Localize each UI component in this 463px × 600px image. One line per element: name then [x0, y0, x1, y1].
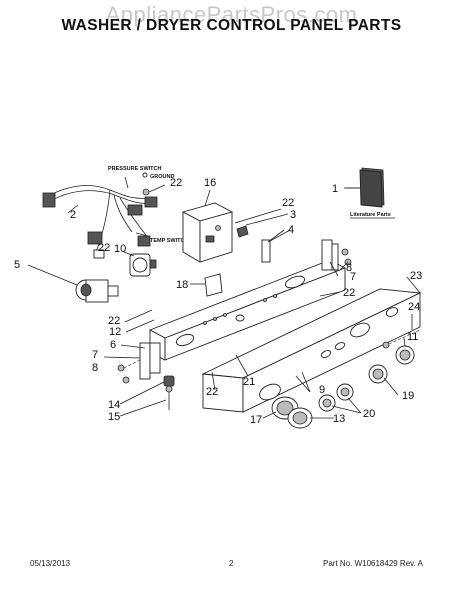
callout-18: 18 — [176, 279, 188, 291]
callout-22-f: 22 — [343, 287, 355, 299]
watermark-text: AppliancePartsPros.com — [105, 2, 358, 27]
knob-19 — [368, 364, 388, 384]
footer-part-number: Part No. W10618429 Rev. A — [323, 559, 423, 568]
footer-date: 05/13/2013 — [30, 559, 71, 568]
bracket-18 — [204, 273, 223, 297]
knob-11 — [395, 345, 415, 365]
page-title: WASHER / DRYER CONTROL PANEL PARTS — [61, 17, 402, 34]
wire-harness — [42, 185, 158, 259]
motor-switch-5 — [75, 279, 119, 303]
callout-24: 24 — [408, 301, 420, 313]
callout-20: 20 — [363, 408, 375, 420]
grommet-14 — [163, 375, 175, 387]
screw-22-top — [142, 184, 166, 196]
pressure-switch-10 — [129, 253, 157, 277]
callout-8-left: 8 — [92, 362, 98, 374]
callout-3: 3 — [290, 209, 296, 221]
ground-label: GROUND — [150, 174, 174, 180]
callout-17: 17 — [250, 414, 262, 426]
callout-22-c: 22 — [98, 242, 110, 254]
literature-parts-booklet — [344, 167, 385, 208]
knob-17 — [271, 396, 299, 420]
callout-6: 6 — [110, 339, 116, 351]
callout-9: 9 — [319, 384, 325, 396]
callout-13: 13 — [333, 413, 345, 425]
callout-7-left: 7 — [92, 349, 98, 361]
knob-13 — [287, 394, 336, 429]
callout-7-right: 7 — [350, 271, 356, 283]
console-backsplash — [201, 288, 422, 413]
bracket-4 — [261, 229, 291, 263]
footer-page-number: 2 — [229, 559, 234, 568]
callout-15: 15 — [108, 411, 120, 423]
callout-11: 11 — [407, 331, 418, 343]
literature-parts-label: Literature Parts — [350, 212, 391, 218]
callout-14: 14 — [108, 399, 120, 411]
control-panel-frame — [148, 259, 347, 361]
callout-8-right: 8 — [346, 262, 352, 274]
callout-22-a: 22 — [170, 177, 182, 189]
callout-22-e: 22 — [206, 386, 218, 398]
screw-15 — [165, 385, 173, 410]
clip-3 — [236, 225, 249, 238]
callout-21: 21 — [243, 376, 255, 388]
screw-24 — [382, 329, 421, 349]
callout-22-d: 22 — [108, 315, 120, 327]
knob-20 — [336, 383, 354, 401]
hinge-bracket-7-right — [321, 239, 339, 271]
temp-switch-label: TEMP SWITCH — [150, 238, 188, 244]
callout-1: 1 — [332, 183, 338, 195]
callout-5: 5 — [14, 259, 20, 271]
callout-12: 12 — [109, 326, 121, 338]
pressure-switch-label: PRESSURE SWITCH — [108, 166, 162, 172]
timer-box — [181, 202, 234, 263]
callout-10: 10 — [114, 243, 126, 255]
callout-16: 16 — [204, 177, 216, 189]
callout-22-b: 22 — [282, 197, 294, 209]
callout-23: 23 — [410, 270, 422, 282]
screws-8-left — [117, 359, 141, 384]
callout-2: 2 — [70, 209, 76, 221]
callout-4: 4 — [288, 224, 294, 236]
callout-19: 19 — [402, 390, 414, 402]
hinge-bracket-7-left — [139, 342, 161, 380]
